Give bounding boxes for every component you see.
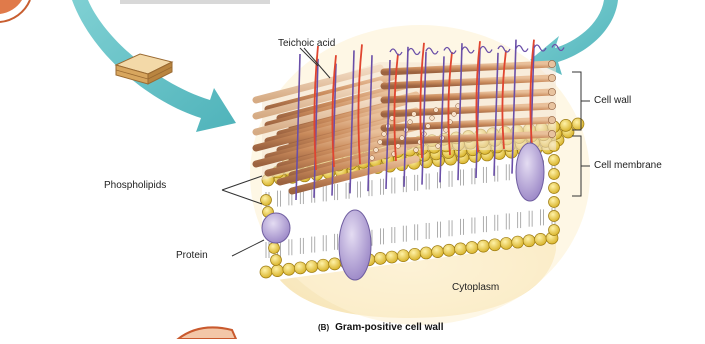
lipid-head-edge (269, 243, 280, 254)
lipid-head-bottom (443, 244, 455, 256)
lipid-head-bottom (466, 242, 478, 254)
lipid-head-edge (549, 183, 560, 194)
figure-caption: (B) Gram-positive cell wall (318, 322, 443, 333)
rod-end-cap (548, 116, 555, 123)
bottom-circle-fragment (178, 327, 236, 339)
rod-end-cap (548, 74, 555, 81)
lipid-head-bottom (271, 265, 283, 277)
lipid-head-bottom (500, 237, 512, 249)
lipid-head-bottom (409, 248, 421, 260)
caption-title: Gram-positive cell wall (335, 322, 443, 333)
lipid-head-bottom (386, 251, 398, 263)
rod-end-cap (378, 140, 383, 145)
rod-end-cap (414, 148, 419, 153)
lipid-head-bottom (420, 247, 432, 259)
label-protein: Protein (176, 250, 208, 262)
lipid-head-bottom (454, 243, 466, 255)
rod-end-cap (548, 130, 555, 137)
rod-end-cap (374, 148, 379, 153)
label-cell-wall: Cell wall (594, 95, 631, 107)
rod-end-cap (436, 144, 441, 149)
cropped-text-fragment (120, 0, 270, 4)
lipid-head-bottom (432, 246, 444, 258)
membrane-protein-right (516, 143, 544, 201)
crosslink-top (516, 46, 528, 52)
label-cell-membrane: Cell membrane (594, 160, 662, 172)
lipid-head-bottom (477, 240, 489, 252)
rod-end-cap (396, 144, 401, 149)
label-cytoplasm: Cytoplasm (452, 282, 499, 294)
rod-end-cap (426, 124, 431, 129)
protein-leader (232, 240, 264, 256)
lipid-head-top (572, 118, 584, 130)
lipid-head-bottom (306, 261, 318, 273)
lipid-head-edge (549, 225, 560, 236)
label-phospholipids: Phospholipids (104, 180, 166, 192)
crosslink-top (534, 45, 546, 51)
top-left-circle-fragment (0, 0, 22, 14)
lipid-head-edge (549, 169, 560, 180)
lipid-head-bottom (512, 236, 524, 248)
lipid-head-bottom (294, 262, 306, 274)
lipid-head-bottom (317, 259, 329, 271)
lipid-head-top (560, 119, 572, 131)
lipid-head-bottom (283, 263, 295, 275)
rod-end-cap (434, 108, 439, 113)
rod-end-cap (412, 112, 417, 117)
rod-end-cap (430, 116, 435, 121)
rod-end-cap (408, 120, 413, 125)
lipid-head-bottom (489, 239, 501, 251)
rod-end-cap (548, 88, 555, 95)
rod-end-cap (382, 132, 387, 137)
lipid-head-edge (261, 195, 272, 206)
lipid-head-edge (549, 155, 560, 166)
rod-end-cap (400, 136, 405, 141)
lipid-head-bottom (329, 258, 341, 270)
membrane-protein-left (262, 213, 290, 243)
caption-panel-marker: (B) (318, 323, 329, 332)
lipid-head-edge (271, 255, 282, 266)
lipid-head-bottom (523, 235, 535, 247)
lipid-head-bottom (397, 250, 409, 262)
lipid-head-bottom (374, 252, 386, 264)
lipid-head-edge (549, 211, 560, 222)
rod-end-cap (548, 102, 555, 109)
lipid-head-edge (549, 197, 560, 208)
membrane-protein-center (339, 210, 371, 280)
lipid-head-bottom (260, 266, 272, 278)
rod-end-cap (452, 112, 457, 117)
lipid-head-bottom (535, 233, 547, 245)
rod-end-cap (548, 60, 555, 67)
rod-end-cap (370, 156, 375, 161)
rod-end-cap (444, 128, 449, 133)
label-teichoic-acid: Teichoic acid (278, 38, 335, 50)
